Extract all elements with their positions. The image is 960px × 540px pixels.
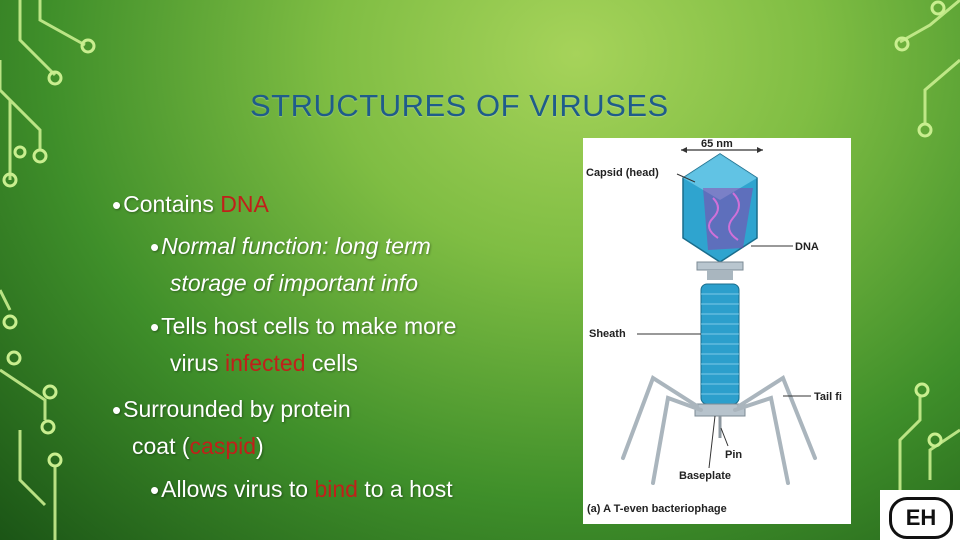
- label-tail-fibers: Tail fi: [814, 391, 842, 403]
- tail-fibers: [621, 374, 817, 485]
- label-dna: DNA: [795, 241, 819, 253]
- bullet-dot: •: [112, 190, 122, 220]
- bacteriophage-diagram: 65 nm: [586, 138, 842, 515]
- bullet-tells-host-cont: virus infected cells: [170, 350, 358, 376]
- bullet-dot: •: [150, 232, 160, 262]
- label-scale: 65 nm: [701, 138, 733, 150]
- bullet-allows-bind: •Allows virus to bind to a host: [150, 475, 453, 505]
- eh-logo-text: EH: [889, 497, 953, 539]
- bullet-dot: •: [112, 395, 122, 425]
- bullet-surrounded-cont: coat (caspid): [132, 433, 264, 459]
- bullet-dot: •: [150, 475, 160, 505]
- slide-title: STRUCTURES OF VIRUSES: [250, 88, 669, 123]
- label-pin: Pin: [725, 449, 742, 461]
- bullet-dot: •: [150, 312, 160, 342]
- label-capsid: Capsid (head): [586, 167, 659, 179]
- bullet-normal-function-cont: storage of important info: [170, 270, 419, 296]
- bullet-tells-host: •Tells host cells to make more: [150, 312, 457, 342]
- figure-caption: (a) A T-even bacteriophage: [587, 503, 727, 515]
- bullet-surrounded: •Surrounded by protein: [112, 395, 351, 425]
- eh-logo: EH: [880, 490, 960, 540]
- bullet-contains-dna: •Contains DNA: [112, 190, 269, 220]
- label-baseplate: Baseplate: [679, 470, 731, 482]
- sheath-shape: [700, 283, 740, 405]
- bacteriophage-figure: 65 nm: [583, 138, 851, 524]
- capsid-shape: [682, 153, 758, 263]
- label-sheath: Sheath: [589, 328, 626, 340]
- bullet-normal-function: •Normal function: long term: [150, 232, 431, 262]
